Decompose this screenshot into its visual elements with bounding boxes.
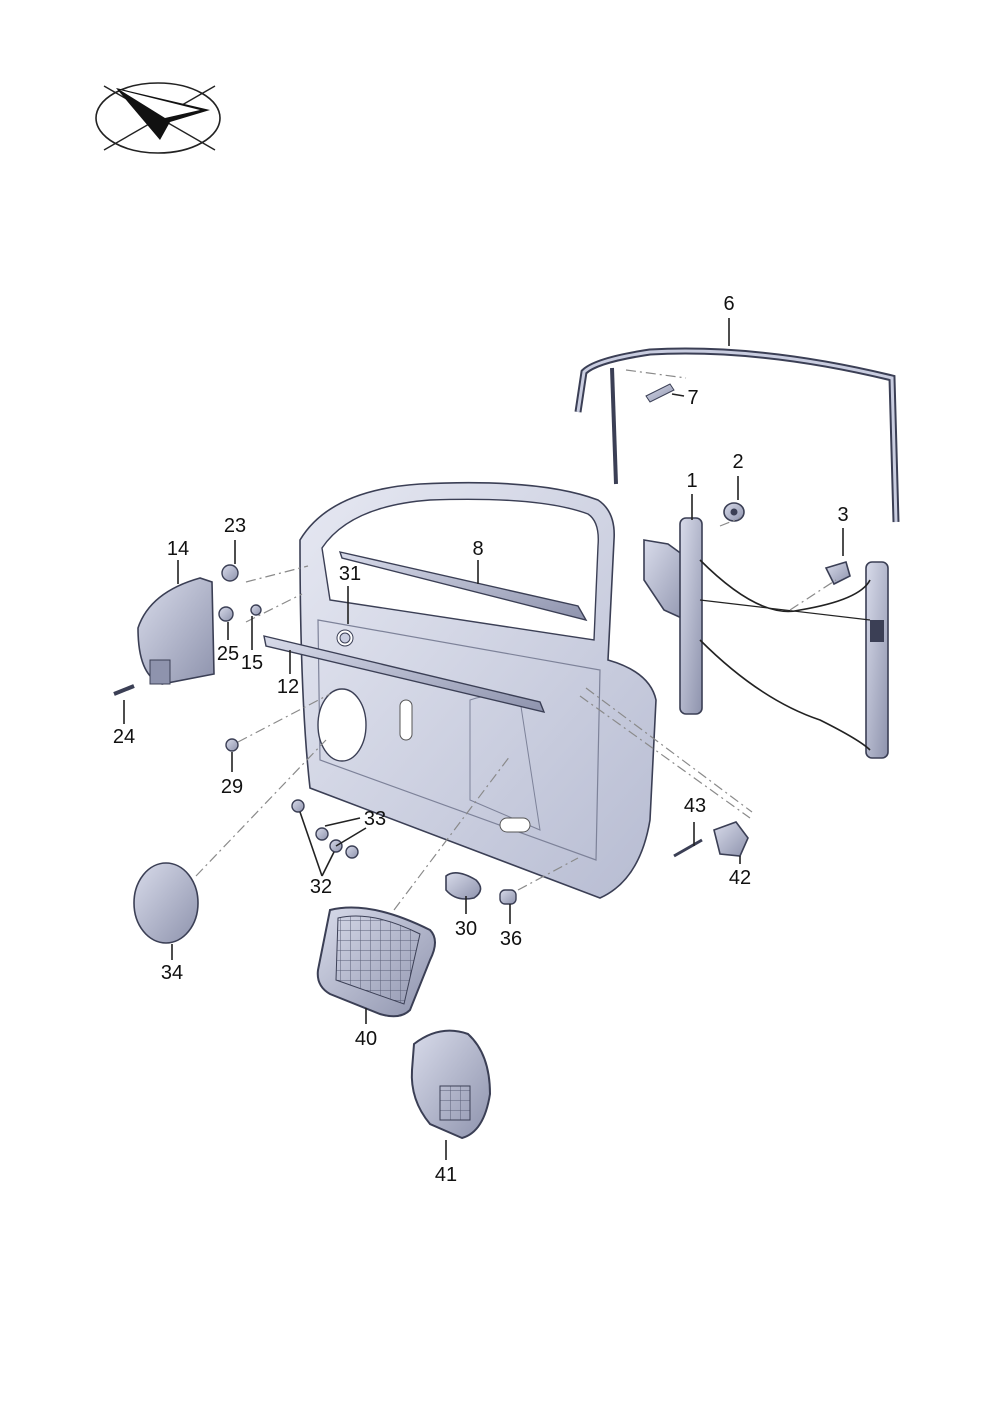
- part-6-window-seal: [574, 347, 900, 523]
- callout-24: 24: [113, 726, 135, 748]
- callout-14: 14: [167, 538, 189, 560]
- fasteners: [113, 564, 703, 905]
- part-30-bezel: [445, 872, 482, 900]
- part-14-mirror-bracket: [137, 577, 215, 685]
- part-7-clip: [645, 383, 675, 403]
- callout-36: 36: [500, 928, 522, 950]
- part-1-window-regulator: [643, 517, 889, 759]
- callout-7: 7: [687, 387, 698, 409]
- callout-40: 40: [355, 1028, 377, 1050]
- part-41-speaker-housing: [410, 1029, 492, 1140]
- callout-1: 1: [686, 470, 697, 492]
- part-15-screw: [250, 604, 262, 616]
- part-36-sleeve: [499, 889, 517, 905]
- part-40-grille: [316, 906, 436, 1018]
- callout-43: 43: [684, 795, 706, 817]
- callout-15: 15: [241, 652, 263, 674]
- callout-25: 25: [217, 643, 239, 665]
- callouts: 6 7 1 2 3 8 31 14 23 25 15 12 24 29 33 3…: [113, 293, 849, 1186]
- part-2-nut: [723, 502, 745, 522]
- part-25-grommet: [218, 606, 234, 622]
- callout-42: 42: [729, 867, 751, 889]
- part-8-window-strip-outer: [338, 551, 588, 622]
- part-23-nut: [221, 564, 239, 582]
- part-31-plug: [339, 632, 351, 644]
- leader-lines: [123, 318, 844, 1160]
- callout-33: 33: [364, 808, 386, 830]
- assembly-lines: [195, 369, 837, 911]
- direction-arrow-icon: [95, 82, 221, 154]
- callout-34: 34: [161, 962, 183, 984]
- callout-6: 6: [723, 293, 734, 315]
- callout-32: 32: [310, 876, 332, 898]
- callout-3: 3: [837, 504, 848, 526]
- part-33-plug-c: [345, 845, 359, 859]
- callout-12: 12: [277, 676, 299, 698]
- callout-30: 30: [455, 918, 477, 940]
- part-12-window-strip-inner: [263, 635, 546, 713]
- callout-2: 2: [732, 451, 743, 473]
- part-29-plug: [225, 738, 239, 752]
- part-34-cover: [133, 862, 199, 944]
- part-42-hinge-plate: [713, 821, 749, 857]
- part-3-clip: [824, 561, 851, 586]
- callout-23: 23: [224, 515, 246, 537]
- callout-41: 41: [435, 1164, 457, 1186]
- part-24-screw: [113, 684, 135, 696]
- callout-29: 29: [221, 776, 243, 798]
- part-43-pin: [673, 838, 703, 858]
- part-33-plug-a: [315, 827, 329, 841]
- callout-31: 31: [339, 563, 361, 585]
- part-32-plug: [291, 799, 305, 813]
- callout-8: 8: [472, 538, 483, 560]
